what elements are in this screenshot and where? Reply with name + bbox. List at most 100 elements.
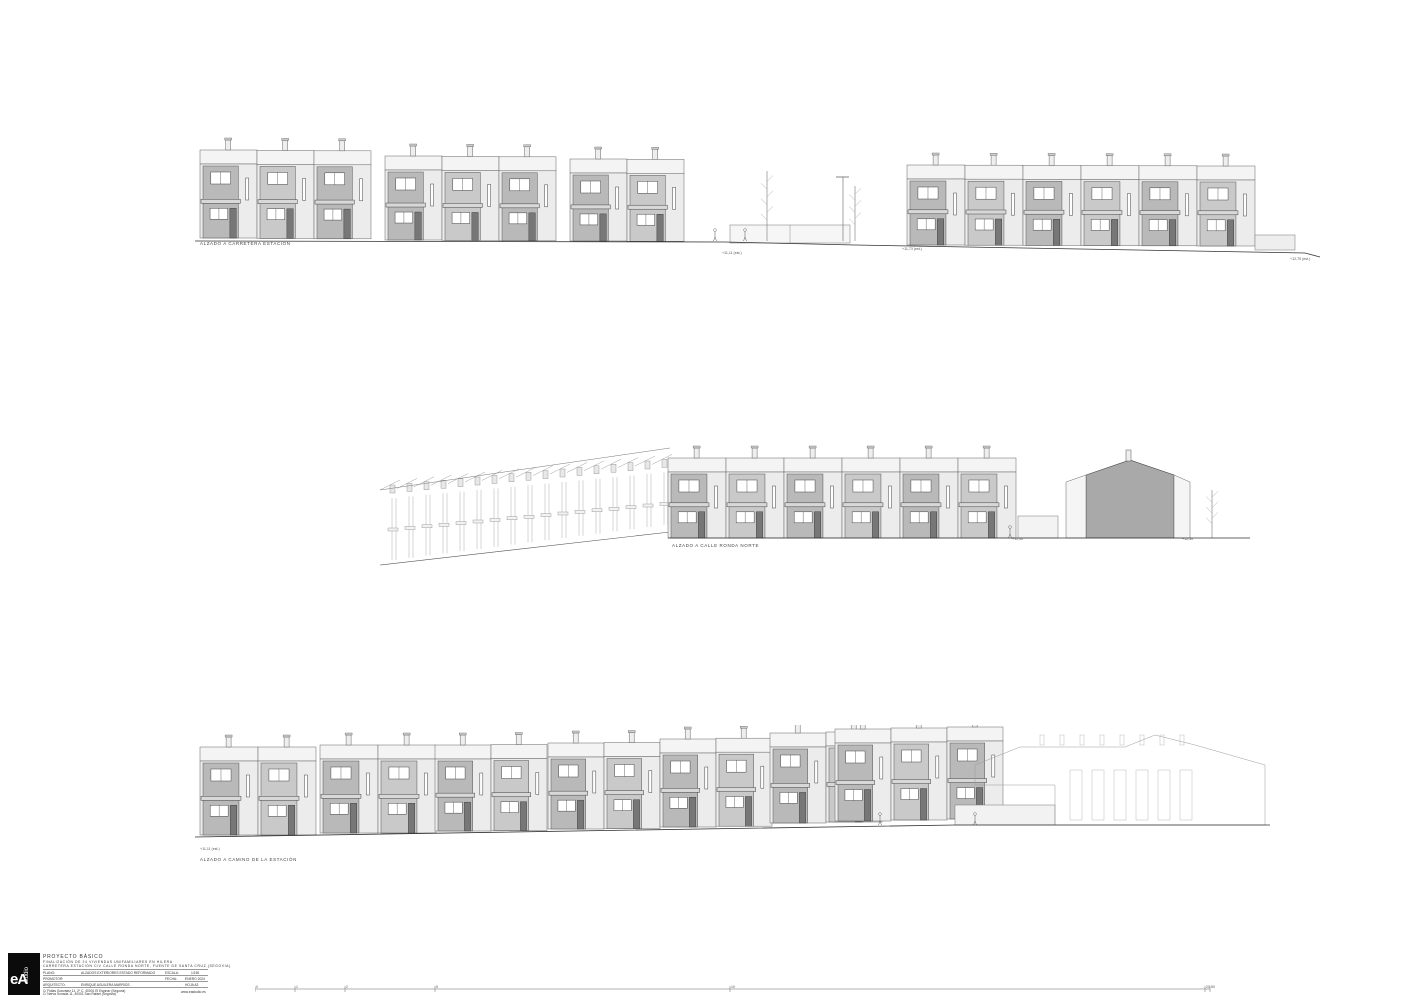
- row-label-2: ESCALA:: [165, 970, 179, 975]
- door: [756, 511, 764, 539]
- chimney: [628, 732, 635, 743]
- slit-window: [544, 184, 548, 208]
- row-label: PROMOTOR:: [43, 976, 64, 981]
- person-leg: [714, 236, 717, 242]
- chimney-cap: [466, 144, 474, 147]
- canopy: [499, 203, 540, 209]
- chimney: [595, 148, 601, 160]
- row-house: [1196, 153, 1256, 247]
- tree-branch: [760, 213, 768, 221]
- canopy: [907, 209, 949, 215]
- roof: [841, 457, 901, 473]
- slit-window: [760, 765, 765, 789]
- slit-window: [704, 766, 709, 790]
- title-row-address: C/ Fidias Gonzalez 11, 2º C, 40001 El Es…: [43, 987, 208, 996]
- tree-branch: [848, 218, 856, 225]
- tree-branch: [1205, 506, 1213, 514]
- chimney: [474, 476, 481, 486]
- door: [864, 789, 871, 822]
- elevation-2-drawing: [379, 445, 1250, 566]
- tree-branch: [1211, 501, 1219, 508]
- chimney-outline: [1079, 734, 1085, 746]
- chimney-outline: [1139, 734, 1145, 746]
- chimney: [467, 146, 473, 157]
- person-head: [878, 812, 882, 816]
- title-block: eA studio PROYECTO BÁSICO FINALIZACIÓN D…: [8, 953, 230, 996]
- canopy: [506, 516, 518, 521]
- canopy: [540, 513, 552, 517]
- scale-tick-label: 0: [256, 985, 258, 989]
- slit-window: [302, 178, 306, 201]
- tree-branch: [760, 183, 768, 190]
- row-house: [377, 732, 437, 834]
- door: [1111, 219, 1119, 246]
- canopy: [591, 508, 603, 513]
- tree-branch: [1205, 496, 1213, 503]
- chimney: [225, 139, 231, 151]
- door: [288, 805, 296, 836]
- tree-branch: [766, 175, 774, 182]
- roof: [384, 155, 443, 171]
- roof: [441, 156, 500, 171]
- elevation-3-level-a: +11,11 (est.): [200, 847, 220, 851]
- slit-window: [479, 772, 484, 796]
- tree-branch: [766, 190, 774, 198]
- ground-line: [195, 240, 1321, 258]
- row-house: [257, 734, 317, 836]
- elevation-3-drawing: [195, 725, 1270, 838]
- slit-window: [615, 186, 619, 210]
- canopy: [523, 514, 535, 519]
- chimney: [751, 447, 758, 459]
- chimney: [345, 734, 352, 746]
- slit-window: [714, 485, 718, 509]
- canopy: [1139, 210, 1181, 215]
- elevation-1-caption: ALZADO A CARRETERA ESTACIÓN: [200, 241, 291, 246]
- canopy: [404, 526, 416, 530]
- door: [1169, 219, 1177, 246]
- chimney-cap: [1105, 153, 1114, 156]
- chimney-cap: [866, 445, 875, 449]
- row-house: [547, 730, 605, 830]
- tree-branch: [854, 212, 862, 219]
- slit-window: [1243, 193, 1247, 217]
- canopy: [1081, 210, 1123, 215]
- chimney-cap: [459, 732, 467, 736]
- slit-window: [814, 760, 819, 784]
- row-value-2: ENERO 2024: [185, 976, 205, 981]
- canopy: [900, 502, 942, 508]
- roof: [256, 150, 315, 165]
- chimney: [971, 725, 978, 728]
- roof: [964, 164, 1024, 180]
- canopy: [660, 788, 700, 793]
- slit-window: [772, 485, 776, 509]
- canopy: [378, 794, 420, 799]
- person: [878, 812, 882, 826]
- roof: [890, 727, 948, 743]
- chimney-cap: [281, 138, 289, 141]
- canopy: [965, 209, 1007, 215]
- chimney-cap: [1047, 153, 1056, 156]
- slit-window: [888, 485, 892, 509]
- chimney: [457, 478, 464, 487]
- person-leg: [1008, 533, 1011, 539]
- roof: [725, 457, 785, 473]
- chimney-cap: [338, 138, 346, 141]
- elevation-2-caption: ALZADO A CALLE RONDA NORTE: [672, 543, 760, 548]
- slit-window: [430, 183, 434, 207]
- roof: [715, 737, 773, 753]
- chimney: [440, 480, 447, 489]
- door: [599, 213, 607, 242]
- canopy: [625, 505, 637, 509]
- roof: [377, 744, 437, 760]
- person-leg: [1009, 533, 1012, 539]
- roof: [199, 149, 258, 165]
- scale-tick-label: 1: [296, 985, 298, 989]
- chimney-outline: [1159, 734, 1165, 746]
- title-row-promotor: PROMOTOR: FECHA: ENERO 2024: [43, 975, 208, 981]
- door: [995, 218, 1003, 246]
- outline: [974, 734, 1266, 826]
- slit-window: [935, 755, 940, 779]
- chimney: [406, 483, 413, 492]
- logo-subtext: studio: [24, 966, 30, 983]
- slit-window: [991, 754, 996, 778]
